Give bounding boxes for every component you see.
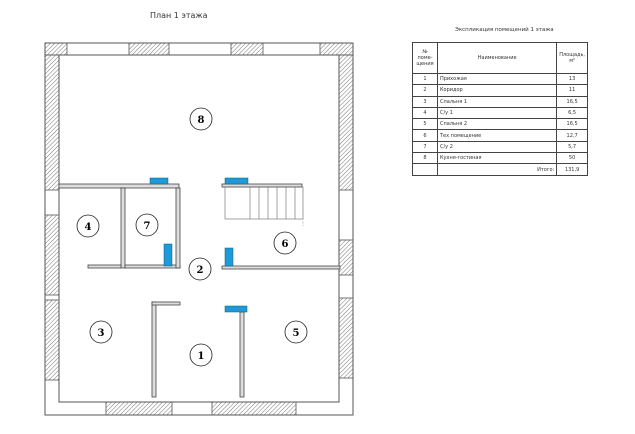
explication-title: Экспликация помещений 1 этажа [455, 27, 554, 33]
explication-table: № поме- щения Наименование Площадь, м² 1… [412, 42, 588, 176]
hatched-wall-segments [44, 42, 354, 416]
total-label: Итого: [436, 163, 558, 176]
room-labels: 1 2 3 4 5 6 7 8 [76, 107, 308, 367]
svg-text:8: 8 [198, 115, 205, 126]
svg-text:7: 7 [144, 221, 151, 232]
staircase [224, 186, 304, 226]
fixtures [149, 177, 249, 313]
floor-plan: 1 2 3 4 5 6 7 8 [44, 42, 354, 416]
svg-text:1: 1 [198, 351, 205, 362]
total-row: Итого: 131,9 [412, 163, 588, 176]
interior-walls [58, 183, 341, 398]
room-label-5: 5 [284, 320, 308, 344]
room-label-7: 7 [135, 213, 159, 237]
room-label-4: 4 [76, 214, 100, 238]
room-label-1: 1 [189, 343, 213, 367]
room-label-6: 6 [273, 231, 297, 255]
room-label-8: 8 [189, 107, 213, 131]
svg-text:6: 6 [282, 239, 289, 250]
svg-text:3: 3 [98, 328, 105, 339]
svg-text:2: 2 [197, 265, 204, 276]
header-number: № поме- щения [412, 42, 438, 74]
svg-text:4: 4 [85, 222, 92, 233]
plan-title: План 1 этажа [150, 11, 208, 20]
room-label-2: 2 [188, 257, 212, 281]
room-label-3: 3 [89, 320, 113, 344]
total-value: 131,9 [556, 163, 588, 176]
svg-text:5: 5 [293, 328, 300, 339]
header-area: Площадь, м² [556, 42, 588, 74]
header-name: Наименование [436, 42, 558, 74]
